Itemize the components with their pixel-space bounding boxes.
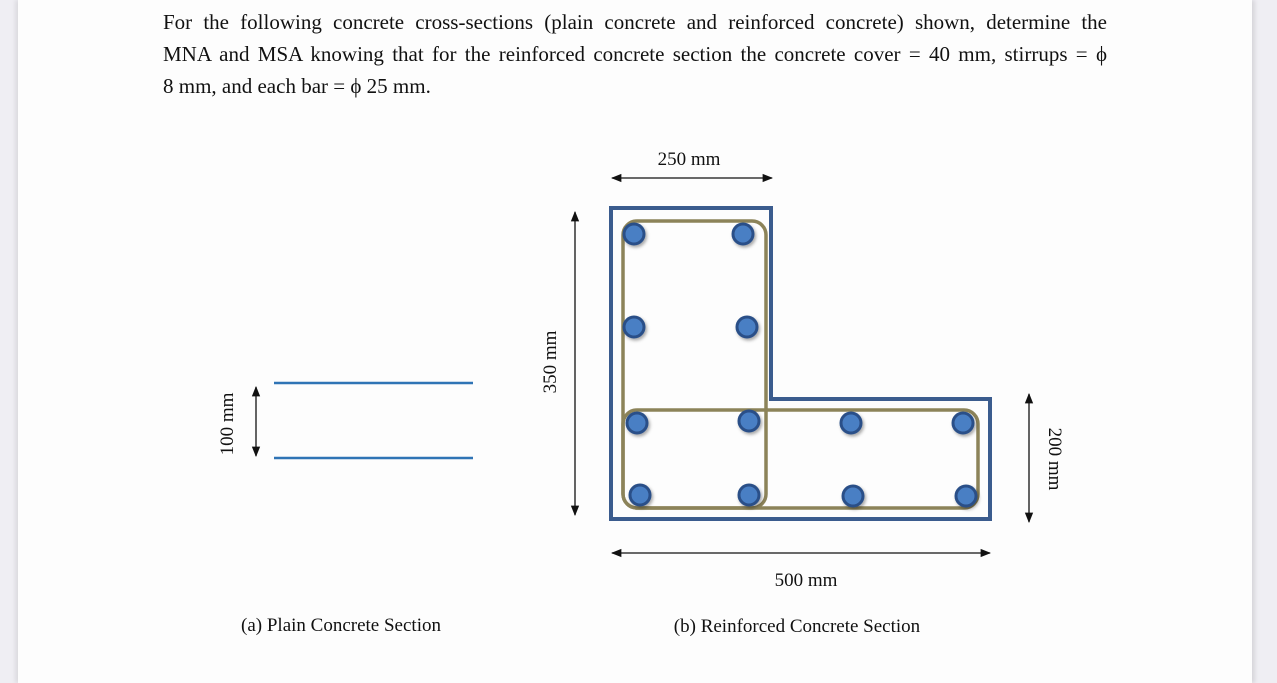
reinforced-section: 250 mm 350 mm 500 mm 20 — [540, 149, 1065, 637]
section-outline — [609, 206, 992, 521]
rebar — [737, 409, 761, 433]
rebar — [622, 315, 646, 339]
rebar — [625, 411, 649, 435]
rebar — [839, 411, 863, 435]
problem-line-1: For the following concrete cross-section… — [163, 10, 1107, 34]
problem-line-2: MNA and MSA knowing that for the reinfor… — [163, 42, 1107, 66]
stirrup-flange — [621, 408, 980, 510]
document-page — [18, 0, 1252, 683]
rebar — [737, 483, 761, 507]
plain-section: 100 mm (a) Plain Concrete Section — [217, 381, 473, 636]
reinforced-caption: (b) Reinforced Concrete Section — [674, 616, 921, 637]
problem-line-3: 8 mm, and each bar = ϕ 25 mm. — [163, 74, 431, 98]
plain-caption: (a) Plain Concrete Section — [241, 615, 441, 636]
rebar — [954, 484, 978, 508]
problem-statement: For the following concrete cross-section… — [163, 6, 1107, 102]
flange-height-label: 200 mm — [1044, 428, 1065, 491]
rebar — [951, 411, 975, 435]
top-width-label: 250 mm — [658, 149, 721, 170]
plain-height-label: 100 mm — [217, 392, 238, 455]
rebar-group — [622, 222, 978, 508]
stirrup-web — [621, 219, 768, 510]
rebar — [622, 222, 646, 246]
rebar — [841, 484, 865, 508]
bottom-width-label: 500 mm — [775, 570, 838, 591]
rebar — [731, 222, 755, 246]
total-height-label: 350 mm — [540, 330, 561, 393]
rebar — [735, 315, 759, 339]
rebar — [628, 483, 652, 507]
